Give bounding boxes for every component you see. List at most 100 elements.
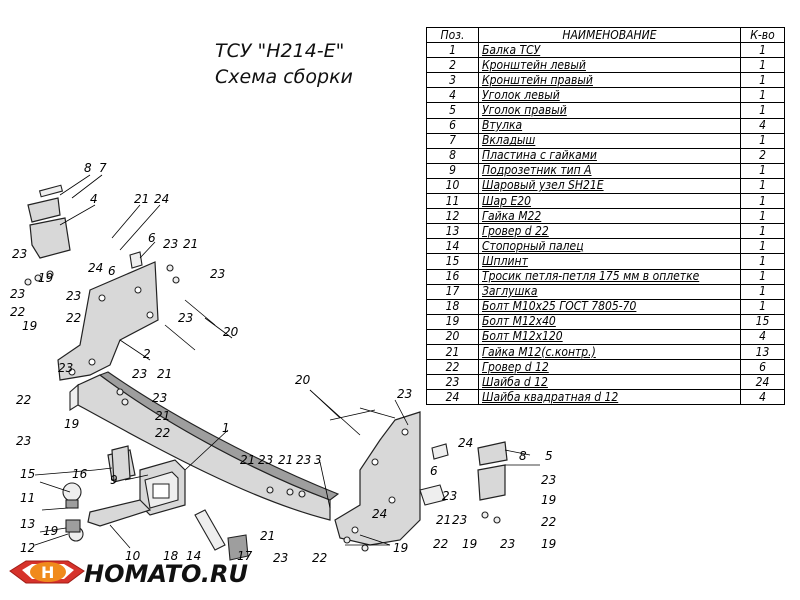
callout-11: 11 xyxy=(20,491,35,505)
right-bracket xyxy=(334,411,421,546)
callout-23: 23 xyxy=(163,237,178,251)
part-name: Вкладыш xyxy=(478,132,741,149)
part-name: Пластина с гайками xyxy=(478,147,741,164)
part-position: 24 xyxy=(426,389,479,406)
callout-24: 24 xyxy=(458,436,473,450)
callout-4: 4 xyxy=(90,192,98,206)
part-name: Кронштейн правый xyxy=(478,72,741,89)
callout-19: 19 xyxy=(393,541,408,555)
callout-20: 20 xyxy=(295,373,311,387)
callout-23: 23 xyxy=(58,361,73,375)
part-name: Гровер d 12 xyxy=(478,359,741,376)
callout-21: 21 xyxy=(436,513,451,527)
part-name: Тросик петля-петля 175 мм в оплетке xyxy=(478,268,741,285)
callout-23: 23 xyxy=(541,473,556,487)
callout-23: 23 xyxy=(500,537,515,551)
callout-23: 23 xyxy=(66,289,81,303)
callout-23: 23 xyxy=(152,391,167,405)
callout-22: 22 xyxy=(433,537,448,551)
end-plug xyxy=(227,534,249,561)
callout-19: 19 xyxy=(541,537,556,551)
callout-22: 22 xyxy=(10,305,25,319)
part-position: 12 xyxy=(426,208,479,225)
callout-21: 21 xyxy=(157,367,172,381)
callout-1: 1 xyxy=(222,421,230,435)
callout-6: 6 xyxy=(430,464,438,478)
svg-text:H: H xyxy=(41,563,54,582)
part-quantity: 4 xyxy=(740,389,785,406)
callout-20: 20 xyxy=(223,325,239,339)
callout-23: 23 xyxy=(273,551,288,565)
callout-22: 22 xyxy=(312,551,327,565)
part-name: Болт М12х120 xyxy=(478,328,741,345)
callout-21: 21 xyxy=(260,529,275,543)
callout-19: 19 xyxy=(462,537,477,551)
socket-holder xyxy=(111,445,131,483)
callout-23: 23 xyxy=(397,387,412,401)
callout-21: 21 xyxy=(155,409,170,423)
callout-8: 8 xyxy=(519,449,527,463)
callout-23: 23 xyxy=(178,311,193,325)
leader-lines xyxy=(34,174,540,549)
callout-21: 21 xyxy=(240,453,255,467)
callout-21: 21 xyxy=(183,237,198,251)
part-name: Гайка М22 xyxy=(478,208,741,225)
logo-emblem-icon: H xyxy=(9,560,85,584)
callout-22: 22 xyxy=(66,311,81,325)
callout-23: 23 xyxy=(258,453,273,467)
callout-23: 23 xyxy=(452,513,467,527)
callout-18: 18 xyxy=(163,549,179,563)
locking-pin xyxy=(194,509,226,551)
callout-24: 24 xyxy=(154,192,169,206)
callout-8: 8 xyxy=(84,161,92,175)
callout-24: 24 xyxy=(88,261,103,275)
part-name: Гайка М12(с.контр.) xyxy=(478,343,741,361)
callout-15: 15 xyxy=(20,467,35,481)
callout-22: 22 xyxy=(155,426,170,440)
callout-23: 23 xyxy=(12,247,27,261)
drawing-title: ТСУ "Н214-Е" Схема сборки xyxy=(215,38,415,90)
logo-text: HOMATO.RU xyxy=(84,560,248,588)
callout-5: 5 xyxy=(545,449,553,463)
callout-22: 22 xyxy=(541,515,556,529)
title-line-1: ТСУ "Н214-Е" xyxy=(215,40,345,62)
callout-13: 13 xyxy=(20,517,35,531)
callout-14: 14 xyxy=(186,549,201,563)
callout-16: 16 xyxy=(72,467,88,481)
callout-10: 10 xyxy=(125,549,141,563)
callout-12: 12 xyxy=(20,541,35,555)
part-name: Шайба квадратная d 12 xyxy=(478,389,741,406)
tow-bar-beam xyxy=(69,371,340,521)
callout-23: 23 xyxy=(442,489,457,503)
callout-22: 22 xyxy=(16,393,31,407)
callout-19: 19 xyxy=(22,319,37,333)
callout-23: 23 xyxy=(132,367,147,381)
fasteners xyxy=(24,264,501,552)
callout-9: 9 xyxy=(110,473,118,487)
callout-23: 23 xyxy=(10,287,25,301)
title-line-2: Схема сборки xyxy=(215,66,353,88)
part-name: Болт М12х40 xyxy=(478,313,741,330)
callout-19: 19 xyxy=(64,417,79,431)
callout-23: 23 xyxy=(16,434,31,448)
callout-7: 7 xyxy=(99,161,107,175)
callout-23: 23 xyxy=(210,267,225,281)
callout-19: 19 xyxy=(541,493,556,507)
callout-23: 23 xyxy=(296,453,311,467)
callout-2: 2 xyxy=(143,347,151,361)
